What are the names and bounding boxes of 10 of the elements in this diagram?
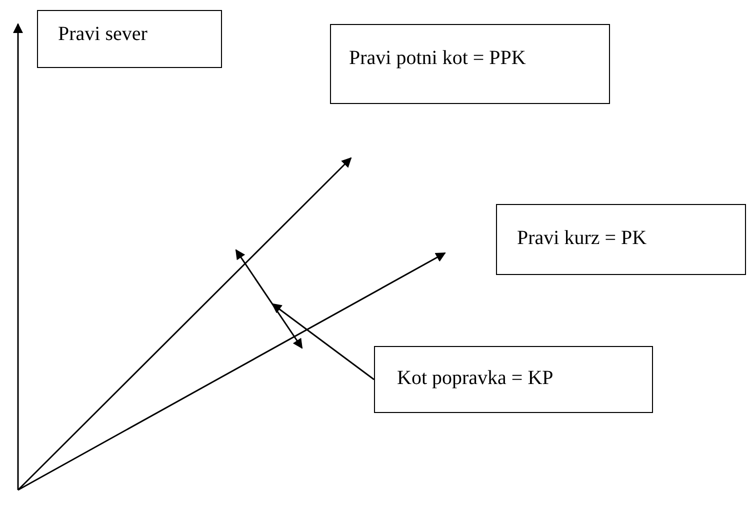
label-box bbox=[496, 204, 746, 275]
label-box bbox=[374, 346, 653, 413]
box-text: Pravi kurz = PK bbox=[517, 227, 647, 250]
label-box bbox=[330, 24, 610, 104]
box-text: Kot popravka = KP bbox=[397, 367, 554, 390]
leader-line bbox=[272, 303, 374, 380]
label-box bbox=[37, 10, 222, 68]
dimension-arrow bbox=[235, 249, 303, 349]
box-text: Pravi potni kot = PPK bbox=[349, 47, 526, 70]
box-text: Pravi sever bbox=[58, 23, 148, 46]
